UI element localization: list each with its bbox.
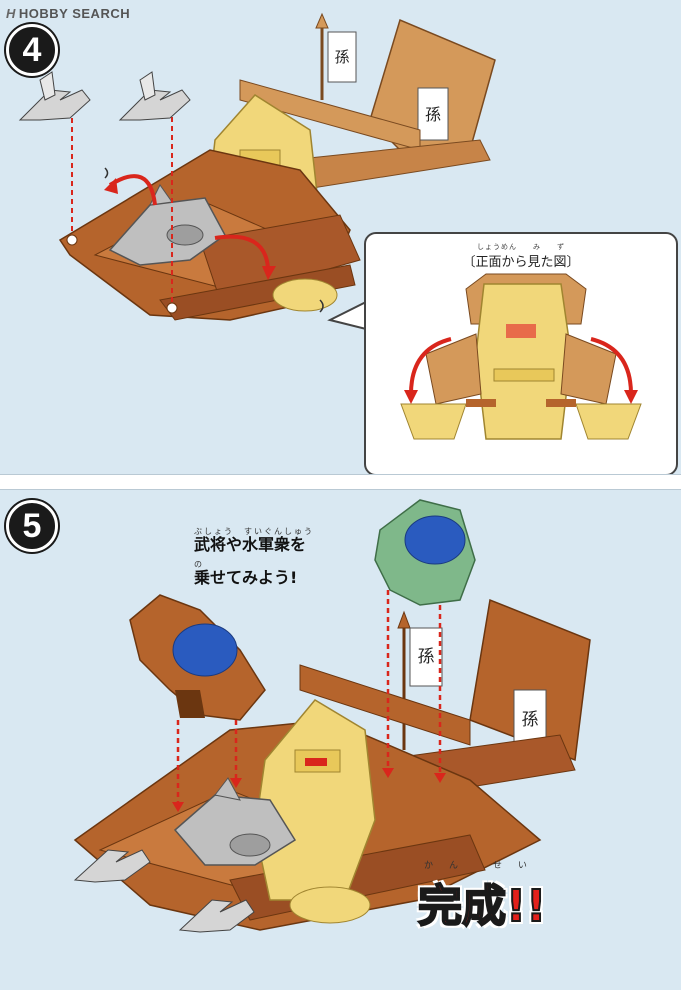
- step5-claw-left: [73, 849, 151, 883]
- watermark: H HOBBY SEARCH: [6, 4, 130, 22]
- step4-claw-part-left: [18, 71, 91, 121]
- front-view-box: しょうめん み ず 〔正面から見た図〕: [364, 232, 678, 476]
- watermark-text: HOBBY SEARCH: [18, 5, 131, 21]
- step-5-number: 5: [22, 506, 42, 545]
- step5-rear-banner-kanji: 孫: [522, 710, 539, 730]
- step4-rear-banner: [417, 87, 449, 141]
- step4-rotate-arrow-left: [108, 174, 157, 206]
- step5-ship-illustration: 孫 孫: [73, 499, 591, 933]
- brown-warrior-blue-helmet: [172, 623, 238, 677]
- front-view-title-text: 〔正面から見た図〕: [462, 255, 580, 270]
- instruction-line2: 乗せてみよう!: [194, 568, 298, 587]
- complete-label: 完成!!: [417, 880, 547, 933]
- front-view-title: しょうめん み ず 〔正面から見た図〕: [366, 242, 676, 270]
- green-warrior-figure: [374, 499, 476, 606]
- step-divider: [0, 474, 681, 490]
- green-warrior-blue-helmet: [404, 515, 466, 565]
- step5-claw-right: [178, 899, 255, 933]
- front-view-right-panel: [560, 333, 617, 405]
- front-view-arrow-left: [409, 337, 452, 395]
- complete-ruby: かん せい: [424, 861, 543, 871]
- front-view-arrow-right: [590, 337, 633, 395]
- step5-mast-banner-kanji: 孫: [418, 647, 435, 667]
- step-4-badge: 4: [6, 24, 58, 76]
- step4-rear-banner-kanji: 孫: [425, 105, 441, 124]
- step4-mast-banner-kanji: 孫: [334, 48, 349, 66]
- step5-mast-banner: [409, 627, 443, 687]
- instruction-line1-ruby: ぶしょう すいぐんしゅう: [194, 527, 314, 536]
- front-view-ruby: しょうめん み ず: [477, 243, 565, 251]
- brown-warrior-figure: [129, 594, 266, 721]
- step-4-number: 4: [22, 30, 42, 69]
- step5-instruction: ぶしょう すいぐんしゅう 武将や水軍衆を の 乗せてみよう!: [194, 527, 364, 593]
- front-view-illustration: [400, 273, 642, 440]
- step4-ship-illustration: 孫 孫: [18, 12, 496, 321]
- step4-rotate-arrow-right: [214, 234, 270, 269]
- step5-tower-eyes: [305, 758, 327, 766]
- instruction-line1: 武将や水軍衆を: [194, 535, 307, 554]
- step4-claw-part-right: [118, 71, 191, 121]
- step-5-badge: 5: [6, 500, 58, 552]
- step4-mast-banner: [327, 31, 357, 83]
- instruction-line2-ruby: の: [194, 560, 204, 569]
- hobby-search-logo-icon: H: [6, 5, 16, 21]
- front-view-left-panel: [425, 333, 482, 405]
